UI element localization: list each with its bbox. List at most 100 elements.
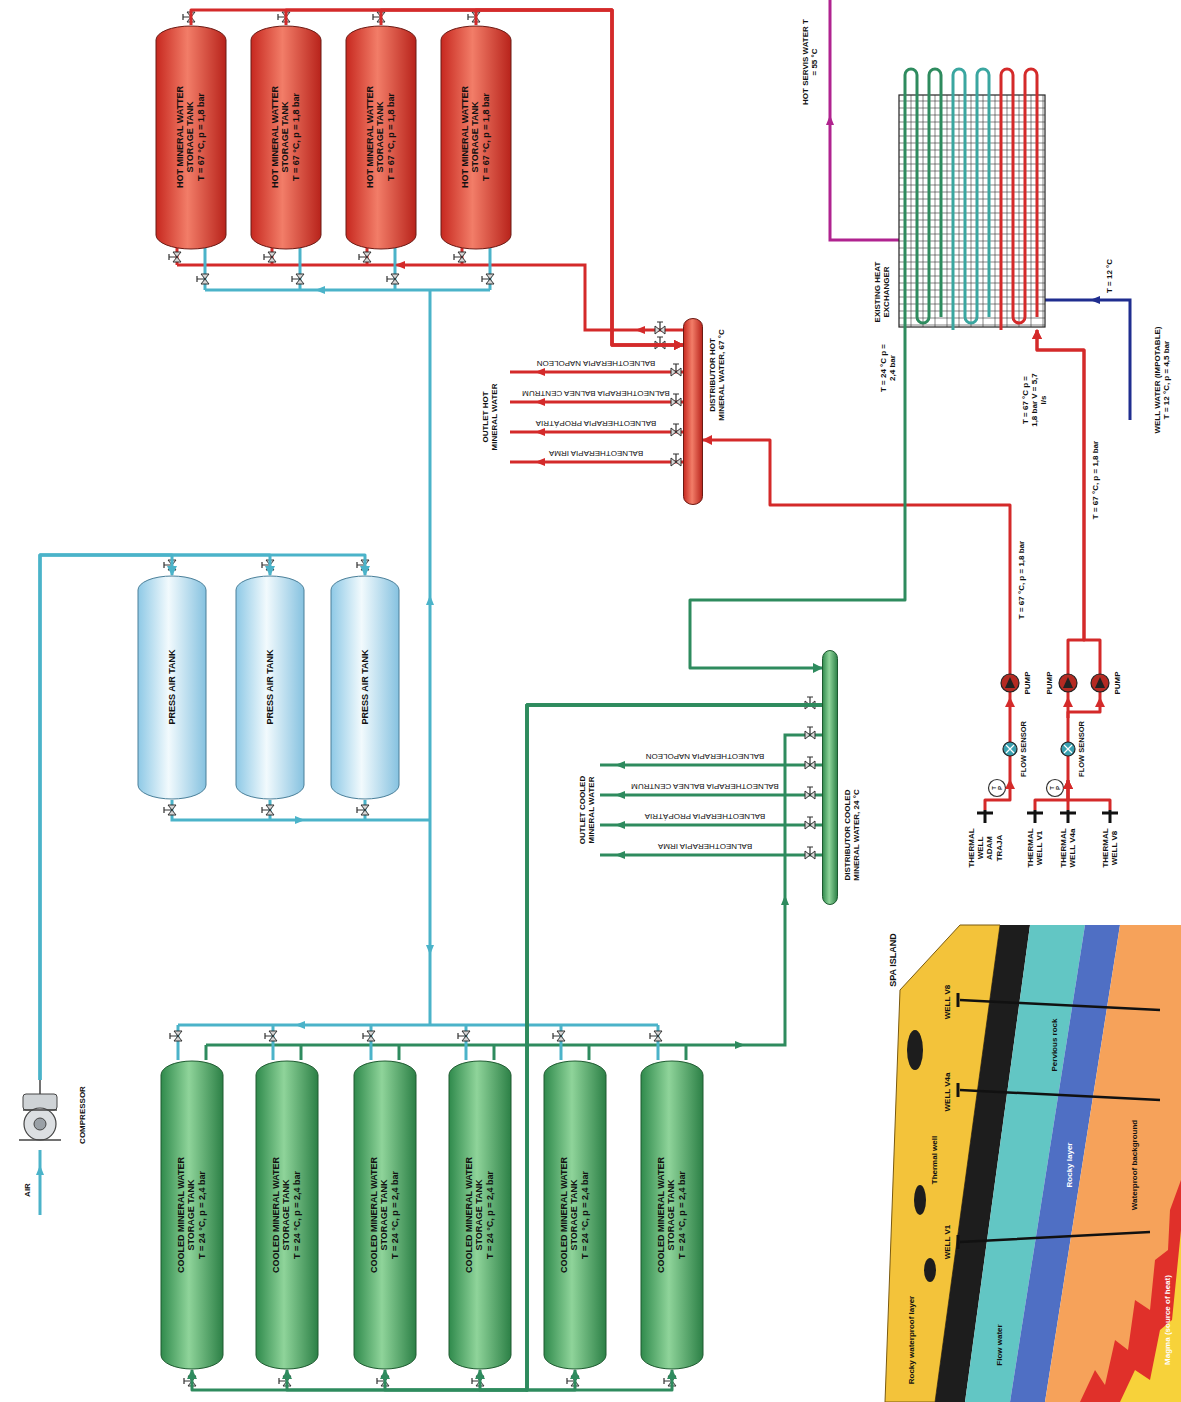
text-block: COOLED MINERAL WATER STORAGE TANKT = 24 …	[559, 1150, 590, 1280]
annotation: BALNEOTHERAPIA PROPÁTRIA	[645, 811, 765, 820]
annotation: BALNEOTHERAPIA BALNEA CENTRUM	[522, 388, 670, 397]
annotation: T = 12 °C	[1105, 259, 1114, 293]
valve-handle	[553, 1033, 561, 1039]
node-label: T = 24 °C, p = 2,4 bar	[580, 1150, 590, 1280]
text-block: THERMAL WELL ADAM TRAJA	[967, 824, 1004, 872]
valve-handle	[262, 807, 270, 813]
node-label: THERMAL WELL V4a	[1059, 824, 1077, 872]
text-block: WELL V8	[943, 985, 952, 1020]
pipe-connector	[985, 780, 1010, 810]
flow-arrow	[735, 1041, 745, 1049]
pipe-connector	[286, 10, 683, 345]
valve-handle	[807, 787, 813, 795]
pipe-connector	[381, 10, 683, 345]
pump: PUMP	[1044, 668, 1078, 698]
rock-outcrop	[914, 1185, 926, 1215]
text-block: Magma (source of heat)	[1163, 1275, 1172, 1365]
text-block: EXISTING HEAT EXCHANGER	[873, 251, 891, 333]
distributor-body	[823, 651, 838, 905]
flow-arrow	[1090, 296, 1100, 304]
exchanger-grid	[899, 95, 1045, 327]
sensor-symbol	[1061, 742, 1075, 756]
text-block: T = 67 °C p = 1,8 bar V = 5,7 l/s	[1021, 373, 1049, 428]
well-water-pipe	[1045, 300, 1130, 420]
valve-handle	[482, 276, 490, 282]
pipe-connector	[191, 10, 683, 345]
text-block: SPA ISLAND	[888, 933, 898, 987]
valve-handle	[807, 847, 813, 855]
text-block: Pervious rock	[1050, 1019, 1059, 1072]
valve-handle	[673, 394, 679, 402]
well-symbol	[1027, 810, 1043, 823]
pump-symbol	[1001, 674, 1019, 692]
cooled-return-stub	[588, 1045, 591, 1060]
valve-handle	[359, 254, 367, 260]
valve-handle	[673, 424, 679, 432]
pipe-connector	[703, 440, 1010, 668]
cooled-return-stub	[300, 1045, 303, 1060]
pipe-connector	[527, 705, 822, 1390]
text-block: HOT MINERAL WATTER STORAGE TANKT = 67 °C…	[175, 77, 206, 197]
annotation: BALNEOTHERAPIA NAPOLEON	[646, 751, 765, 760]
text-block: BALNEOTHERAPIA PROPÁTRIA	[536, 418, 656, 427]
text-block: OUTLET COOLED MINERAL WATER	[578, 769, 596, 851]
flow-arrow	[615, 851, 625, 859]
thermal-well: THERMAL WELL V8	[1099, 810, 1121, 880]
text-block: OUTLET HOT MINERAL WATER	[481, 381, 499, 453]
node-label: FLOW SENSOR	[1020, 721, 1029, 777]
node-label: THERMAL WELL V1	[1026, 824, 1044, 872]
text-block: PRESS AIR TANK	[265, 649, 275, 724]
text-block: T	[1049, 786, 1056, 790]
hot-water-tank: HOT MINERAL WATTER STORAGE TANKT = 67 °C…	[345, 25, 417, 250]
text-block: FLOW SENSOR	[1020, 721, 1029, 777]
node-label: T = 24 °C, p = 2,4 bar	[677, 1150, 687, 1280]
node-shape	[895, 55, 1060, 330]
tank-body	[161, 1061, 223, 1369]
exchanger-coil	[905, 69, 941, 330]
text-block: BALNEOTHERAPIA PROPÁTRIA	[645, 811, 765, 820]
well-symbol	[1060, 810, 1076, 823]
text-block: BALNEOTHERAPIA NAPOLEON	[646, 751, 765, 760]
node-label: T = 67 °C, p = 1,8 bar	[481, 77, 491, 197]
text-block: PUMP	[1023, 671, 1032, 694]
node-label: PUMP	[1023, 671, 1032, 694]
cooled-water-tank: COOLED MINERAL WATER STORAGE TANKT = 24 …	[160, 1060, 224, 1370]
air-stub	[177, 1025, 180, 1060]
valve-handle	[673, 364, 679, 372]
text-block: THERMAL WELL V1	[1026, 824, 1044, 872]
valve-handle	[650, 1033, 658, 1039]
text-block: WELL V1	[943, 1225, 952, 1260]
node-label: COOLED MINERAL WATER STORAGE TANK	[176, 1150, 197, 1280]
annotation: P	[997, 786, 1004, 790]
text-block: WELL WATER (IMPOTABLE) T = 12 °C, p = 4,…	[1153, 324, 1171, 436]
text-block: AIR	[23, 1183, 32, 1197]
text-block: PRESS AIR TANK	[167, 649, 177, 724]
valve-handle	[357, 807, 365, 813]
node-shape	[683, 318, 703, 505]
node-label: THERMAL WELL ADAM TRAJA	[967, 824, 1004, 872]
node-label: THERMAL WELL V8	[1101, 824, 1119, 872]
node-label: T = 24 °C, p = 2,4 bar	[197, 1150, 207, 1280]
pipe-connector	[1009, 698, 1012, 718]
thermal-well: THERMAL WELL ADAM TRAJA	[964, 810, 1006, 880]
text-block: COOLED MINERAL WATER STORAGE TANKT = 24 …	[271, 1150, 302, 1280]
text-block: PRESS AIR TANK	[360, 649, 370, 724]
text-block: THERMAL WELL V4a	[1059, 824, 1077, 872]
compressor-frame	[19, 1080, 61, 1140]
node-label: DISTRIBUTOR COOLED MINERAL WATER, 24 °C	[843, 775, 861, 895]
valve-handle	[363, 1033, 371, 1039]
annotation: Magma (source of heat)	[1163, 1275, 1172, 1365]
annotation: WELL V8	[943, 985, 952, 1020]
magma	[1080, 1180, 1181, 1402]
node-label: COOLED MINERAL WATER STORAGE TANK	[559, 1150, 580, 1280]
compressor-hub	[34, 1118, 46, 1130]
annotation: Rocky waterproof layer	[907, 1296, 916, 1384]
thermal-well: THERMAL WELL V1	[1024, 810, 1046, 880]
exchanger-body	[899, 95, 1045, 327]
rock-outcrop	[924, 1258, 936, 1282]
flow-arrow	[535, 398, 545, 406]
text-block: BALNEOTHERAPIA NAPOLEON	[537, 358, 656, 367]
pipe-connector	[1068, 698, 1100, 718]
valve-handle	[807, 757, 813, 765]
well-head	[957, 993, 960, 1249]
